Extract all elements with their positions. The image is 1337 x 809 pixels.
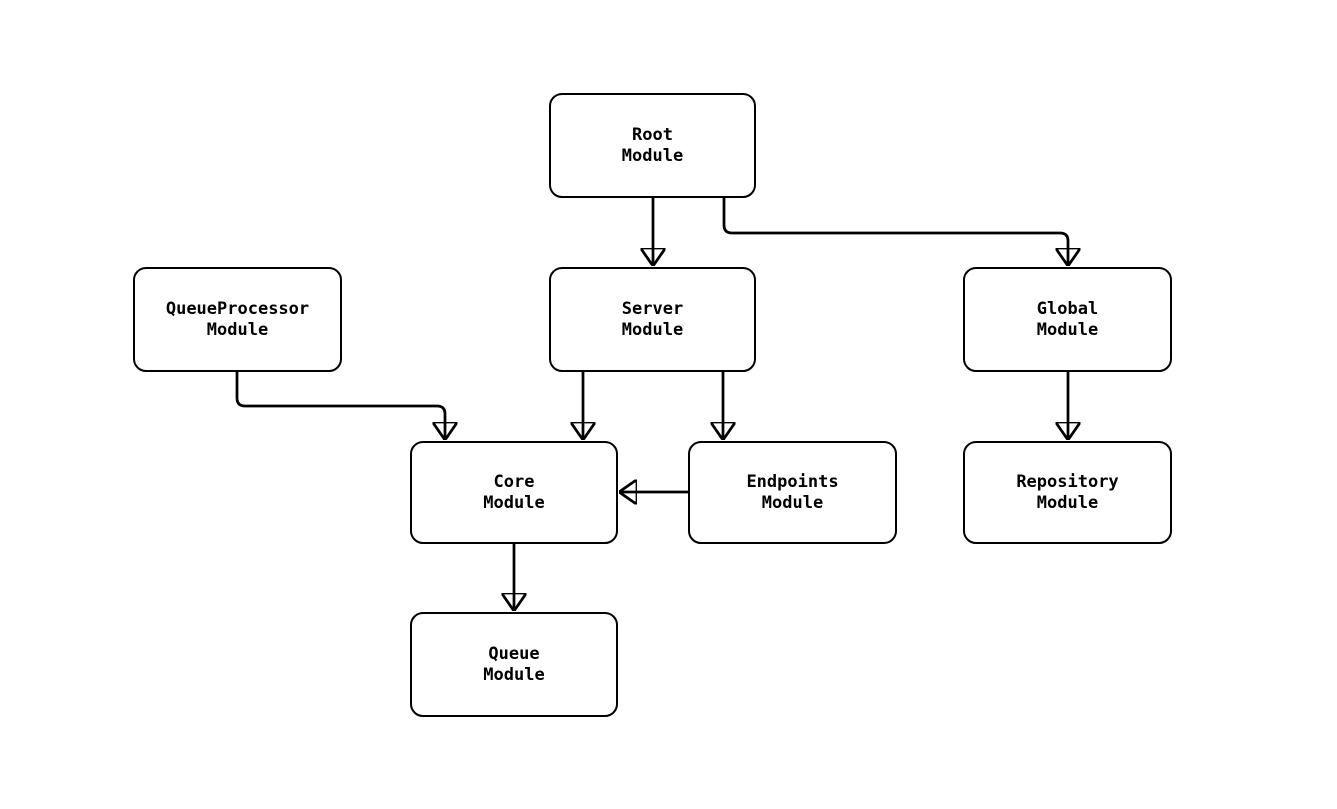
node-label: Core Module xyxy=(483,471,545,513)
node-queueprocessor-module: QueueProcessor Module xyxy=(133,267,342,372)
node-repository-module: Repository Module xyxy=(963,441,1172,544)
edge-root-to-global xyxy=(722,198,1068,264)
node-endpoints-module: Endpoints Module xyxy=(688,441,897,544)
node-label: Repository Module xyxy=(1016,471,1119,513)
node-label: Global Module xyxy=(1036,298,1099,340)
node-label: QueueProcessor Module xyxy=(165,298,310,340)
node-global-module: Global Module xyxy=(963,267,1172,372)
node-queue-module: Queue Module xyxy=(410,612,618,717)
node-root-module: Root Module xyxy=(549,93,756,198)
node-label: Queue Module xyxy=(483,643,545,685)
node-server-module: Server Module xyxy=(549,267,756,372)
node-label: Server Module xyxy=(621,298,684,340)
edge-queueprocessor-to-core xyxy=(235,370,445,438)
node-label: Root Module xyxy=(621,124,684,166)
node-label: Endpoints Module xyxy=(746,471,839,513)
node-core-module: Core Module xyxy=(410,441,618,544)
